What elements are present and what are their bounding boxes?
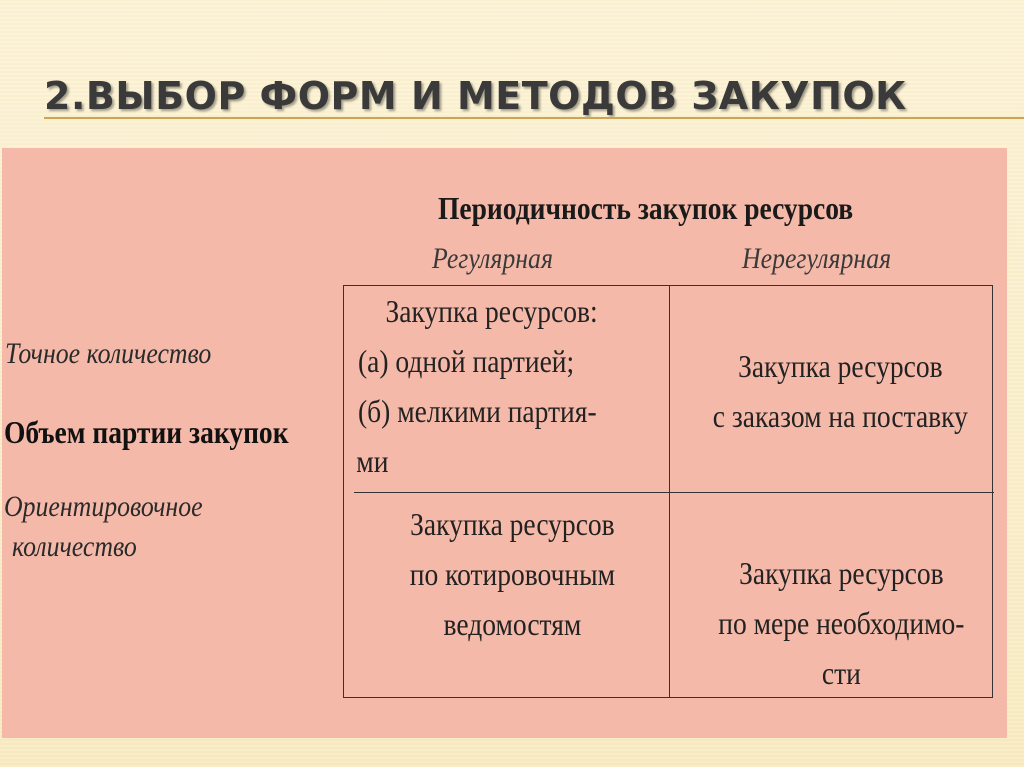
cell-exact-irregular: Закупка ресурсов с заказом на поставку [689, 341, 992, 441]
cell-line: ведомостям [443, 606, 582, 642]
cell-exact-regular: Закупка ресурсов: (а) одной партией; (б)… [356, 286, 598, 486]
row-axis-label: Объем партии закупок [4, 414, 289, 450]
title-underline [44, 117, 1024, 119]
cell-line: (б) мелкими партия- [358, 393, 597, 429]
row-label-approximate: Ориентировочное [4, 490, 203, 523]
matrix-vertical-divider [669, 286, 670, 697]
slide-title: 2.ВЫБОР ФОРМ И МЕТОДОВ ЗАКУПОК [44, 74, 907, 118]
column-label-regular: Регулярная [432, 242, 553, 275]
cell-line: Закупка ресурсов [739, 555, 944, 591]
cell-line: с заказом на поставку [712, 398, 968, 434]
cell-line: по мере необходимо- [718, 605, 965, 641]
matrix-header: Периодичность закупок ресурсов [438, 190, 854, 226]
cell-line: ми [356, 443, 389, 479]
cell-line: по котировочным [409, 556, 616, 592]
row-label-approximate-cont: количество [12, 530, 137, 563]
cell-approximate-regular: Закупка ресурсов по котировочным ведомос… [392, 499, 633, 649]
cell-line: Закупка ресурсов [410, 506, 615, 542]
cell-approximate-irregular: Закупка ресурсов по мере необходимо- сти [696, 548, 987, 698]
row-label-exact: Точное количество [5, 337, 212, 370]
matrix-horizontal-divider [354, 492, 994, 493]
cell-line: Закупка ресурсов [738, 348, 943, 384]
cell-line: (а) одной партией; [358, 343, 575, 379]
procurement-matrix: Закупка ресурсов: (а) одной партией; (б)… [343, 285, 994, 698]
column-label-irregular: Нерегулярная [742, 242, 892, 275]
cell-line: сти [821, 655, 861, 691]
content-panel [2, 148, 1007, 738]
cell-line: Закупка ресурсов: [385, 293, 598, 329]
